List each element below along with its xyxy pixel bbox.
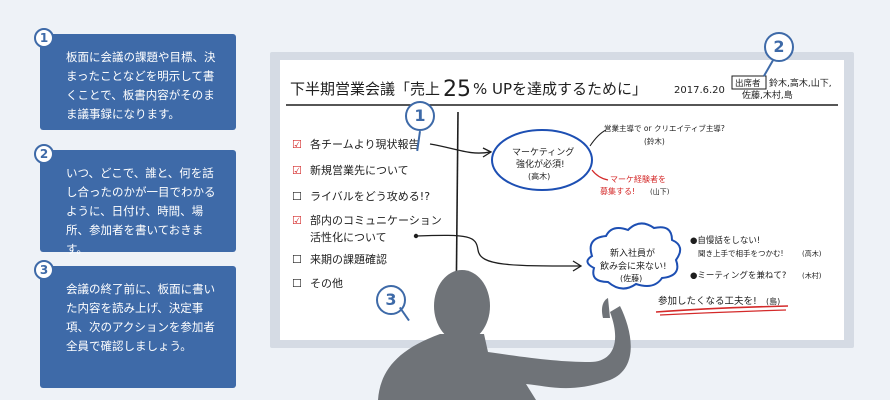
attendees-label-box <box>731 75 767 90</box>
step-card-3: 3 会議の終了前に、板面に書いた内容を読み上げ、決定事項、次のアクションを参加者… <box>34 260 236 388</box>
bottom-note-underline <box>655 305 789 313</box>
agenda-mark-3: ☐ <box>292 190 302 203</box>
top-note-connector <box>589 129 607 147</box>
attendees-line-1: 鈴木,高木,山下, <box>769 77 832 89</box>
top-note: 営業主導で or クリエイティブ主導? <box>604 123 725 133</box>
top-note-name: (鈴木) <box>644 136 665 146</box>
attendees-line-2: 佐藤,木村,島 <box>742 89 793 101</box>
whiteboard: 下半期営業会議「売上 25 % UPを達成するために」 2017.6.20 出席… <box>280 60 844 340</box>
bullet-2: ●ミーティングを兼ねて? <box>690 270 786 281</box>
marketing-ellipse <box>491 129 593 191</box>
arrow-head-cloud <box>572 260 583 272</box>
red-note-line-1: マーケ経験者を <box>610 174 666 184</box>
step-text-1: 板面に会議の課題や目標、決まったことなどを明示して書くことで、板書内容がそのまま… <box>66 50 216 121</box>
attendees-label: 出席者 <box>735 78 761 89</box>
marketing-line-1: マーケティング <box>512 146 574 158</box>
step-card-1: 1 板面に会議の課題や目標、決まったことなどを明示して書くことで、板書内容がその… <box>34 28 236 130</box>
agenda-mark-5: ☐ <box>292 253 302 266</box>
step-card-2: 2 いつ、どこで、誰と、何を話し合ったのかが一目でわかるように、日付け、時間、場… <box>34 144 236 256</box>
arrow-to-marketing <box>429 143 491 154</box>
arrow-to-cloud <box>415 234 581 267</box>
marketing-name: (高木) <box>528 171 550 181</box>
cloud-name: (佐藤) <box>620 273 642 283</box>
agenda-item-6: その他 <box>310 277 343 290</box>
cloud-line-1: 新入社員が <box>610 247 655 259</box>
agenda-mark-2: ☑ <box>292 164 302 177</box>
board-title-prefix: 下半期営業会議「売上 <box>290 80 440 98</box>
red-note-name: (山下) <box>650 187 670 196</box>
callout-2: 2 <box>764 32 794 62</box>
agenda-item-5: 来期の課題確認 <box>310 252 387 266</box>
step-number-2: 2 <box>34 144 54 164</box>
red-note-connector <box>591 169 609 181</box>
step-number-3: 3 <box>34 260 54 280</box>
bullet-2-name: (木村) <box>802 271 822 280</box>
agenda-item-2: 新規営業先について <box>310 163 409 177</box>
cloud-line-2: 飲み会に来ない! <box>600 260 667 272</box>
bottom-note-underline-2 <box>659 309 787 316</box>
bullet-1-line-1: ●自慢話をしない! <box>690 235 760 246</box>
agenda-mark-4: ☑ <box>292 214 302 227</box>
agenda-item-1: 各チームより現状報告 <box>310 137 419 151</box>
step-text-2: いつ、どこで、誰と、何を話し合ったのかが一目でわかるように、日付け、時間、場所、… <box>66 166 216 256</box>
board-title-big: 25 <box>443 77 471 102</box>
agenda-item-4-cont: 活性化について <box>310 230 387 244</box>
bullet-1-line-2: 聞き上手で相手をつかむ! <box>698 248 784 258</box>
step-number-1: 1 <box>34 28 54 48</box>
agenda-item-3: ライバルをどう攻める!? <box>310 189 430 203</box>
callout-1: 1 <box>405 101 435 131</box>
board-title-suffix: % UPを達成するために」 <box>473 80 647 98</box>
cloud-shape <box>586 222 682 290</box>
vertical-divider <box>455 111 459 321</box>
agenda-item-4: 部内のコミュニケーション <box>310 213 442 227</box>
whiteboard-drawing: 下半期営業会議「売上 25 % UPを達成するために」 2017.6.20 出席… <box>286 75 838 321</box>
marketing-line-2: 強化が必須! <box>516 158 565 170</box>
arrow-head-marketing <box>482 147 493 158</box>
agenda-mark-1: ☑ <box>292 138 302 151</box>
bottom-note: 参加したくなる工夫を! <box>658 295 757 307</box>
step-text-3: 会議の終了前に、板面に書いた内容を読み上げ、決定事項、次のアクションを参加者全員… <box>66 282 216 353</box>
agenda-mark-6: ☐ <box>292 277 302 290</box>
agenda-list: ☑ 各チームより現状報告 ☑ 新規営業先について ☐ ライバルをどう攻める!? … <box>292 137 442 290</box>
bullet-1-name: (高木) <box>802 249 822 258</box>
bottom-note-name: (島) <box>766 296 780 306</box>
board-date: 2017.6.20 <box>674 85 725 96</box>
red-note-line-2: 募集する! <box>600 186 635 196</box>
